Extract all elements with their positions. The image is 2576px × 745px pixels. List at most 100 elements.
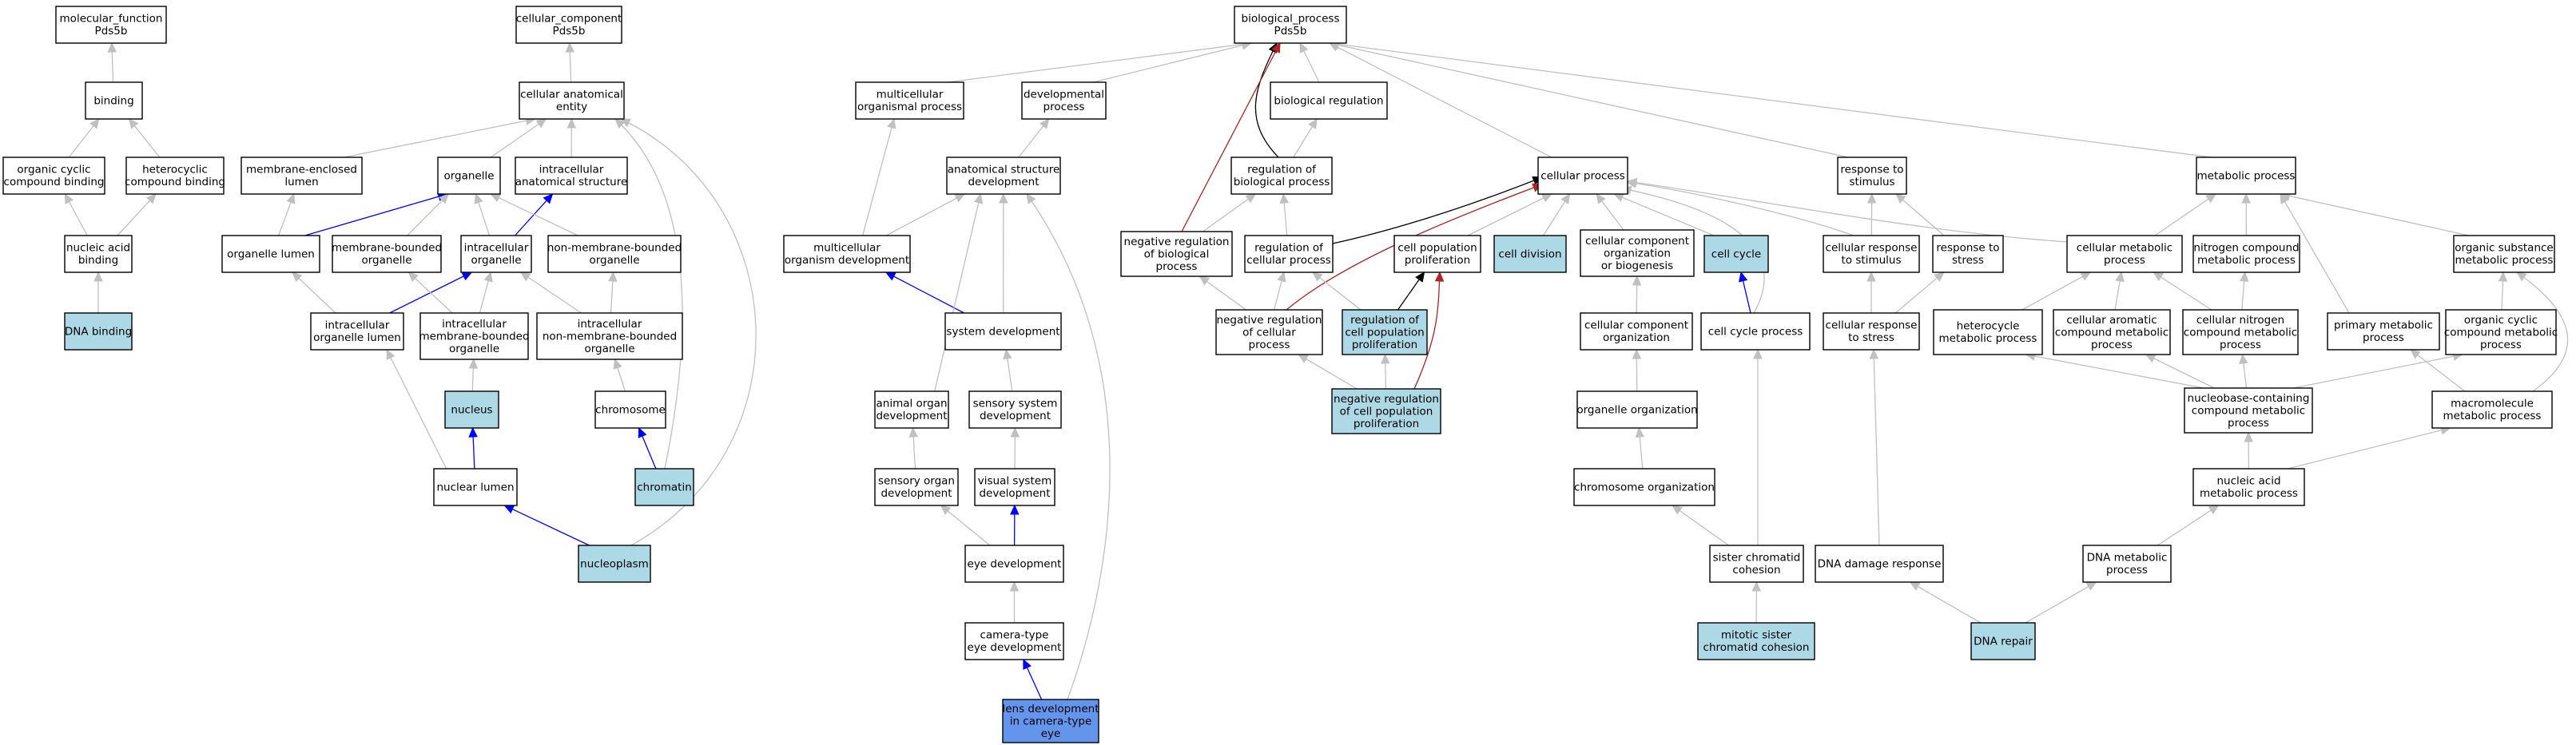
go-term-organelle-org[interactable]: organelle organization <box>1576 390 1698 429</box>
go-term-organelle-lumen[interactable]: organelle lumen <box>221 235 320 273</box>
term-label-line: chromosome <box>595 403 666 416</box>
edge-neg_reg_cell_pop-to-cell_pop_prolif <box>1413 271 1445 390</box>
go-term-cell-cycle[interactable]: cell cycle <box>1703 235 1769 273</box>
term-label-line: metabolic process <box>2197 254 2296 267</box>
go-term-organelle[interactable]: organelle <box>437 157 501 195</box>
go-term-chromatin[interactable]: chromatin <box>634 468 694 506</box>
go-term-nucleus[interactable]: nucleus <box>444 390 499 429</box>
term-label-line: response to <box>1840 164 1903 176</box>
go-term-chromosome[interactable]: chromosome <box>594 390 666 429</box>
term-box <box>946 157 1061 195</box>
go-term-intra-nonmem[interactable]: intracellularnon-membrane-boundedorganel… <box>536 312 683 360</box>
go-term-dna-repair[interactable]: DNA repair <box>1970 622 2036 660</box>
go-term-dna-binding[interactable]: DNA binding <box>64 312 133 351</box>
go-term-dna-damage[interactable]: DNA damage response <box>1815 545 1944 583</box>
term-label-line: response to <box>1936 242 1999 255</box>
edge-resp_stim-to-bp_root <box>1328 40 1849 158</box>
term-box <box>1537 157 1628 195</box>
go-term-metabolic[interactable]: metabolic process <box>2196 157 2296 195</box>
go-term-cell-cycle-proc[interactable]: cell cycle process <box>1700 312 1811 351</box>
go-term-system-dev[interactable]: system development <box>944 312 1062 351</box>
edge-neg_reg_cell_pop-to-reg_cell_pop <box>1380 353 1390 390</box>
term-box <box>433 468 518 506</box>
term-label-line: organelle <box>443 169 494 182</box>
go-term-bio-reg[interactable]: biological regulation <box>1270 81 1388 120</box>
term-box <box>2327 312 2440 351</box>
term-label-line: proliferation <box>1405 254 1470 267</box>
edge-anat_dev-to-dev_process <box>1018 118 1050 158</box>
term-box <box>974 468 1055 506</box>
term-box <box>1331 388 1441 434</box>
go-term-cell-div[interactable]: cell division <box>1493 235 1567 273</box>
term-box <box>437 157 501 195</box>
go-term-eye-dev[interactable]: eye development <box>964 545 1064 583</box>
go-term-nuclear-lumen[interactable]: nuclear lumen <box>433 468 518 506</box>
term-label-line: DNA binding <box>65 325 132 338</box>
term-label-line: binding <box>93 94 133 107</box>
term-label-line: metabolic process <box>2200 487 2298 500</box>
term-label-line: mitotic sister <box>1721 629 1792 642</box>
term-label-line: cell cycle process <box>1708 325 1803 338</box>
go-term-nucleoplasm[interactable]: nucleoplasm <box>578 545 651 583</box>
edge-dna_repair-to-dna_met <box>2025 581 2097 624</box>
go-term-binding[interactable]: binding <box>85 81 143 120</box>
edge-heterocycle_met-to-cell_metabolic <box>2021 271 2092 311</box>
term-label-line: in camera-type <box>1010 715 1092 727</box>
go-term-cell-proc[interactable]: cellular process <box>1537 157 1628 195</box>
term-box <box>519 81 625 120</box>
go-term-chrom-org[interactable]: chromosome organization <box>1573 468 1715 506</box>
term-label-line: metabolic process <box>1939 332 2037 345</box>
